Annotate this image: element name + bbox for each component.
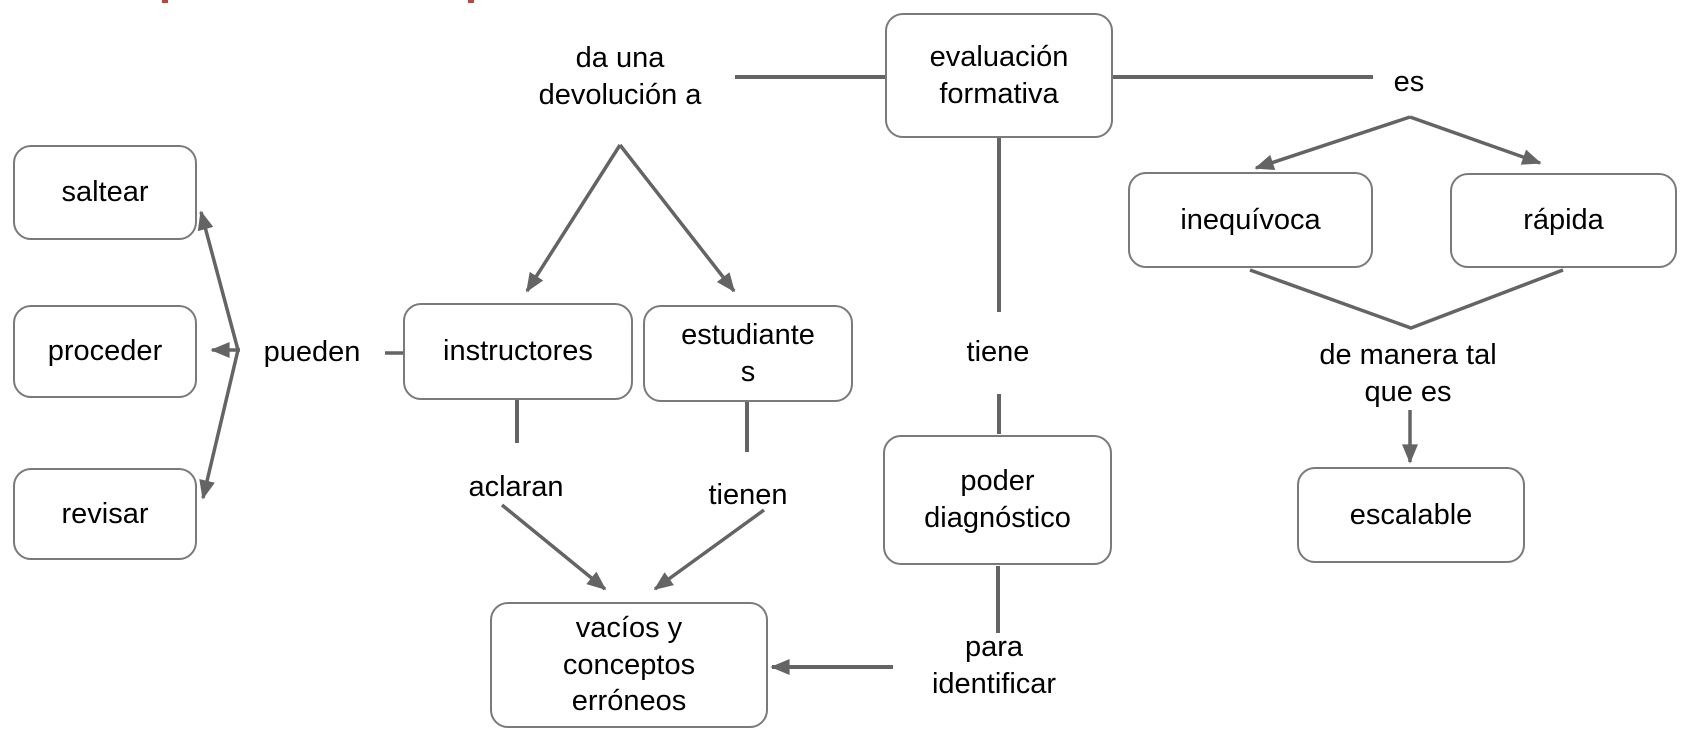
link-label-de-manera-tal: de manera tal que es bbox=[1319, 339, 1497, 408]
edge-inequivoca-rapida-to-demanera bbox=[1249, 268, 1564, 330]
link-label-tienen: tienen bbox=[708, 479, 788, 511]
link-label-para-identificar: para identificar bbox=[931, 631, 1057, 700]
node-rapida[interactable]: rápida bbox=[1450, 173, 1677, 268]
edge-es-to-inequivoca bbox=[1254, 115, 1411, 171]
node-escalable[interactable]: escalable bbox=[1297, 467, 1525, 563]
edge-tienen-to-vacios bbox=[653, 508, 766, 591]
edge-pueden-to-revisar bbox=[199, 349, 240, 500]
node-estudiantes[interactable]: estudiante s bbox=[643, 305, 853, 402]
node-poder-diagnostico[interactable]: poder diagnóstico bbox=[883, 435, 1112, 565]
node-instructores[interactable]: instructores bbox=[403, 303, 633, 400]
link-label-tiene: tiene bbox=[966, 336, 1030, 368]
link-label-pueden: pueden bbox=[263, 336, 361, 368]
edge-es-to-rapida bbox=[1409, 115, 1542, 165]
edge-pueden-to-saltear bbox=[197, 210, 240, 351]
node-vacios-conceptos[interactable]: vacíos y conceptos erróneos bbox=[490, 602, 768, 728]
edge-devolucion-to-estudiantes bbox=[618, 143, 736, 293]
edge-devolucion-to-instructores bbox=[525, 144, 622, 293]
link-label-da-una-devolucion: da una devolución a bbox=[538, 42, 702, 111]
link-label-es: es bbox=[1393, 66, 1425, 98]
node-proceder[interactable]: proceder bbox=[13, 305, 197, 398]
node-saltear[interactable]: saltear bbox=[13, 145, 197, 240]
red-text-fragment-left bbox=[162, 0, 168, 3]
edge-aclaran-to-vacios bbox=[500, 503, 607, 591]
node-revisar[interactable]: revisar bbox=[13, 468, 197, 560]
node-evaluacion-formativa[interactable]: evaluación formativa bbox=[885, 13, 1113, 138]
link-label-aclaran: aclaran bbox=[468, 471, 564, 503]
node-inequivoca[interactable]: inequívoca bbox=[1128, 172, 1373, 268]
red-text-fragment-right bbox=[468, 0, 474, 3]
